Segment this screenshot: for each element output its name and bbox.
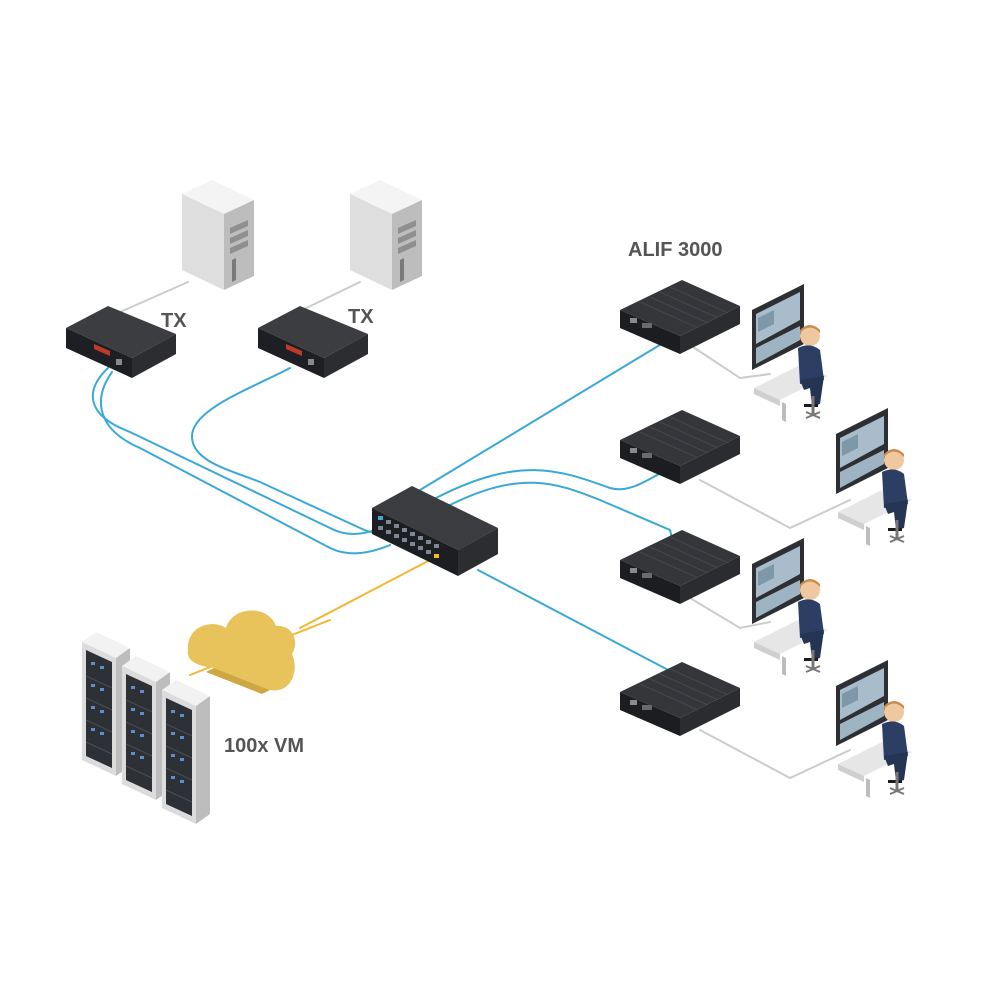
connections: [91, 281, 851, 780]
fiber-rx2a: [435, 467, 671, 499]
desk-cable-2: [699, 479, 851, 530]
fiber-tx2-a: [190, 367, 396, 534]
cloud-icon: [187, 610, 296, 694]
receiver-box-icon: [619, 279, 741, 355]
network-switch-icon: [372, 486, 498, 576]
fiber-tx1-b: [99, 371, 391, 555]
tx-label-1: TX: [161, 310, 187, 332]
operator-desk-icon: [834, 658, 914, 800]
operator-desk-icon: [750, 282, 830, 424]
desk-cable-3: [689, 597, 771, 630]
operator-desk-icon: [750, 536, 830, 678]
fiber-rx2b: [447, 481, 681, 573]
receiver-box-icon: [619, 409, 741, 485]
tx-box-icon: [66, 306, 176, 378]
operator-desk-icon: [834, 406, 914, 548]
fiber-rx4: [477, 569, 673, 673]
server-rack-icon: [161, 679, 211, 825]
receiver-label: ALIF 3000: [628, 239, 722, 261]
pc-cable-1: [119, 281, 189, 313]
receiver-box-icon: [619, 529, 741, 605]
fiber-rx1: [419, 339, 669, 491]
tx-label-2: TX: [348, 306, 374, 328]
fiber-tx1-a: [91, 367, 381, 535]
pc-tower-icon: [350, 180, 422, 290]
desk-cable-1: [689, 344, 771, 380]
vm-label: 100x VM: [224, 735, 304, 757]
desk-cable-4: [699, 729, 851, 780]
pc-tower-icon: [182, 180, 254, 290]
receiver-box-icon: [619, 661, 741, 737]
uplink-cable-2: [299, 559, 431, 629]
pc-cable-2: [297, 281, 361, 313]
